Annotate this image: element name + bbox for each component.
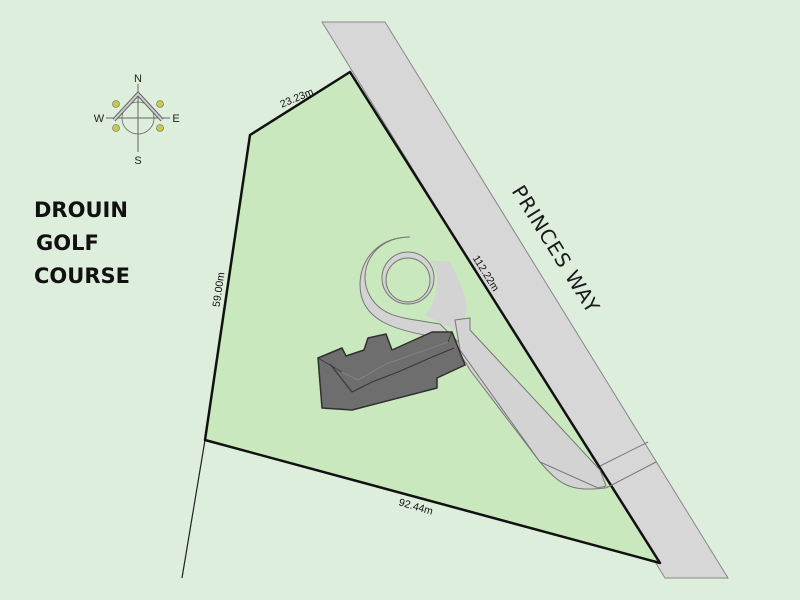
compass-south-label: S [134,155,141,167]
house-building [317,331,466,411]
golf-course-label-line2: GOLF [36,231,99,255]
compass-north-label: N [134,73,142,85]
driveway [359,236,657,490]
golf-course-label-line1: DROUIN [34,198,128,222]
compass-west-label: W [94,113,105,125]
compass-east-label: E [172,113,179,125]
dimension-west: 59.00m [211,271,228,308]
golf-course-label-line3: COURSE [34,264,130,288]
driveway-turning-circle-island [385,257,431,303]
neighbour-boundary [181,439,206,579]
compass-rose-icon [106,84,170,152]
